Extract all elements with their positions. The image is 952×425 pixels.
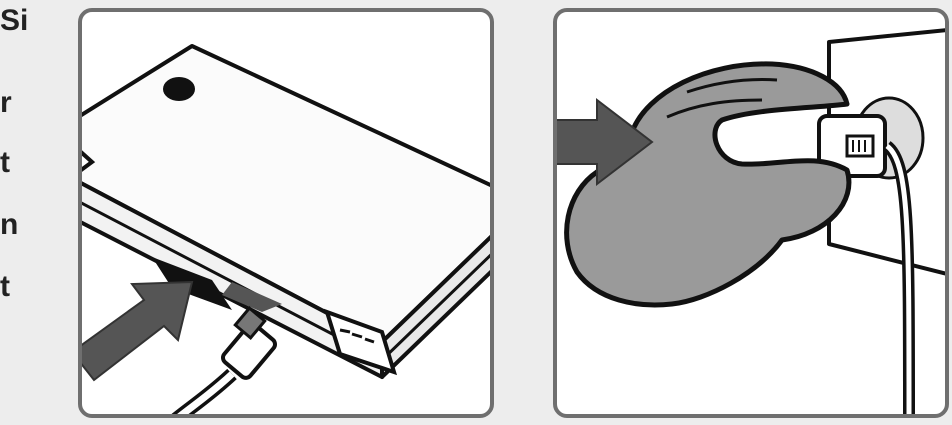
edge-text-fragment: n bbox=[0, 210, 18, 240]
console-charging-illustration bbox=[82, 12, 490, 414]
cropped-text-column: Si r t n t bbox=[0, 0, 40, 425]
edge-text-fragment: r bbox=[0, 88, 12, 118]
camera-lens bbox=[163, 77, 195, 101]
step-1-illustration-panel bbox=[78, 8, 494, 418]
wall-outlet-illustration bbox=[557, 12, 945, 414]
edge-text-fragment: t bbox=[0, 148, 10, 178]
hand-shape bbox=[567, 64, 849, 305]
step-2-illustration-panel bbox=[553, 8, 949, 418]
edge-text-fragment: Si bbox=[0, 6, 28, 36]
edge-text-fragment: t bbox=[0, 272, 10, 302]
insert-arrow-icon bbox=[82, 282, 192, 380]
